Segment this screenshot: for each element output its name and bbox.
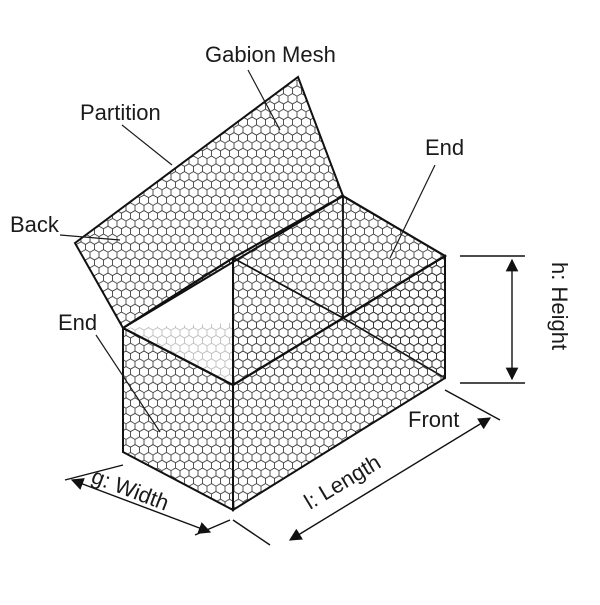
label-end-right: End (425, 135, 464, 160)
top-rim (122, 194, 448, 387)
leader-back (59, 234, 121, 241)
label-height: h: Height (547, 262, 572, 350)
label-front: Front (408, 407, 459, 432)
height-dimension (460, 255, 525, 384)
length-dimension (232, 389, 501, 546)
label-gabion-mesh: Gabion Mesh (205, 42, 336, 67)
leader-lines (59, 69, 436, 433)
leader-gabion-mesh (247, 69, 281, 131)
leader-partition (121, 124, 173, 166)
label-partition: Partition (80, 100, 161, 125)
label-end-left: End (58, 310, 97, 335)
width-dimension (64, 464, 231, 536)
leader-end-left (95, 334, 161, 433)
label-back: Back (10, 212, 60, 237)
leader-end-right (389, 164, 436, 259)
